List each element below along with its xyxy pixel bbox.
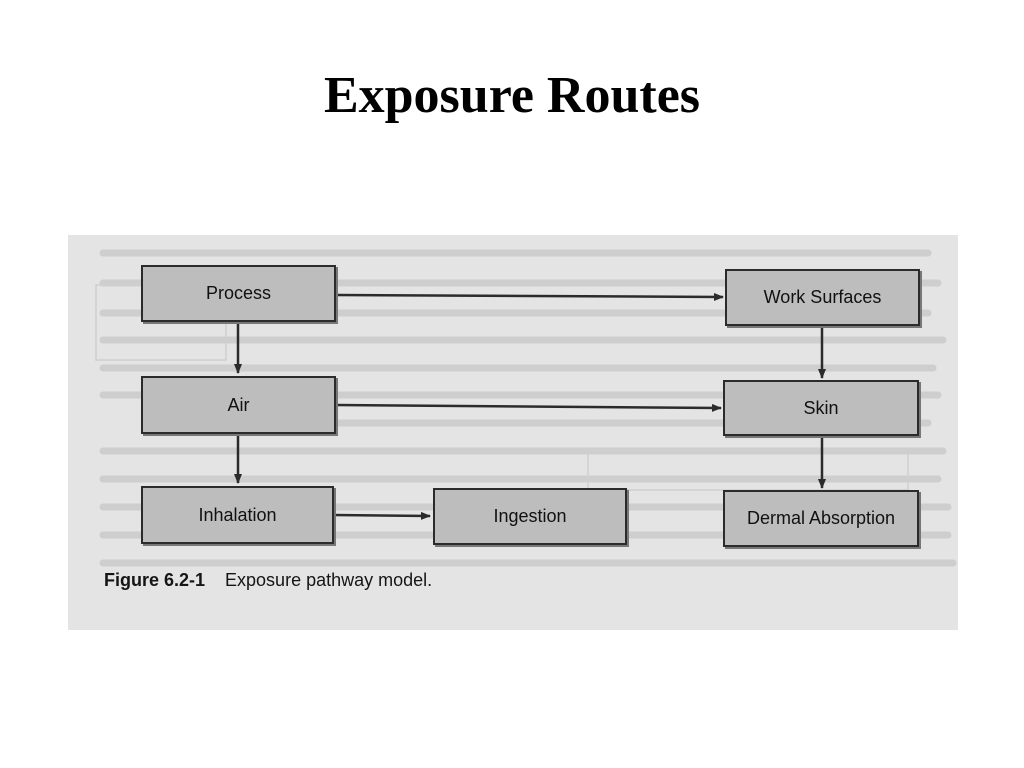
node-inhalation: Inhalation bbox=[141, 486, 334, 544]
figure-caption: Figure 6.2-1 Exposure pathway model. bbox=[104, 570, 432, 591]
figure-caption-text: Exposure pathway model. bbox=[225, 570, 433, 590]
arrow-inhalation-to-ingestion bbox=[333, 511, 431, 520]
arrow-process-to-work-surfaces bbox=[335, 292, 724, 301]
figure-number: Figure 6.2-1 bbox=[104, 570, 206, 590]
node-work-surfaces: Work Surfaces bbox=[725, 269, 920, 326]
slide-title: Exposure Routes bbox=[323, 67, 701, 124]
node-ingestion: Ingestion bbox=[433, 488, 627, 545]
node-skin: Skin bbox=[723, 380, 919, 436]
node-process: Process bbox=[141, 265, 336, 322]
node-air: Air bbox=[141, 376, 336, 434]
node-dermal-absorption: Dermal Absorption bbox=[723, 490, 919, 547]
arrow-air-to-skin bbox=[335, 403, 722, 412]
